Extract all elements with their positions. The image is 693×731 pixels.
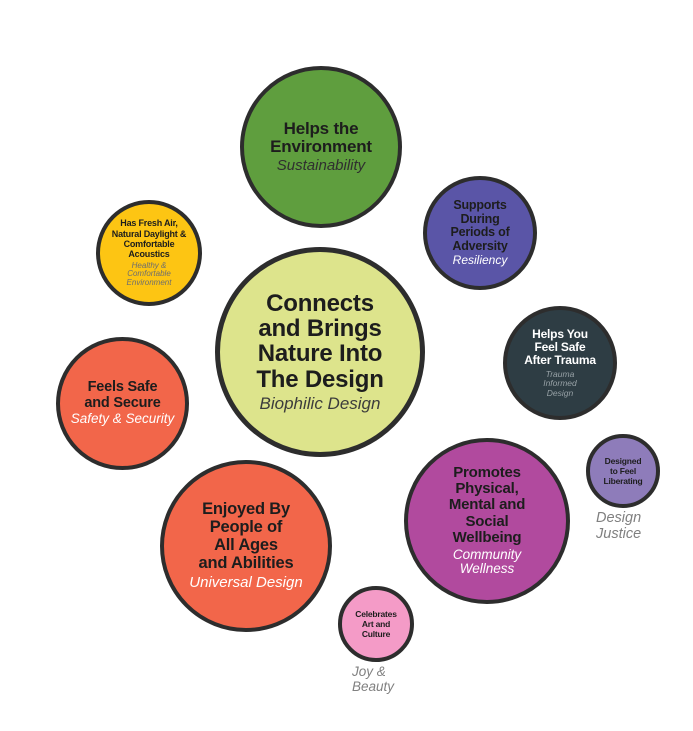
bubble-title: Designed to Feel Liberating xyxy=(603,455,643,487)
bubble-subtitle: Universal Design xyxy=(189,573,303,591)
bubble-title: Helps the Environment xyxy=(270,118,372,156)
bubble-sustainability: Helps the Environment Sustainability xyxy=(240,66,402,228)
bubble-title: Celebrates Art and Culture xyxy=(355,608,397,640)
bubble-universal-design: Enjoyed By People of All Ages and Abilit… xyxy=(160,460,332,632)
bubble-trauma-informed-design: Helps You Feel Safe After Trauma Trauma … xyxy=(503,306,617,420)
bubble-title: Supports During Periods of Adversity xyxy=(450,198,510,253)
bubble-biophilic-design: Connects and Brings Nature Into The Desi… xyxy=(215,247,425,457)
bubble-design-justice: Designed to Feel Liberating xyxy=(586,434,660,508)
caption-joy-and-beauty: Joy & Beauty xyxy=(352,664,395,695)
bubble-resiliency: Supports During Periods of Adversity Res… xyxy=(423,176,537,290)
bubble-safety-and-security: Feels Safe and Secure Safety & Security xyxy=(56,337,189,470)
bubble-healthy-comfortable-environment: Has Fresh Air, Natural Daylight & Comfor… xyxy=(96,200,202,306)
bubble-subtitle: Trauma Informed Design xyxy=(543,369,577,398)
caption-design-justice: Design Justice xyxy=(596,510,642,543)
bubble-title: Connects and Brings Nature Into The Desi… xyxy=(256,289,384,393)
bubble-title: Promotes Physical, Mental and Social Wel… xyxy=(448,463,526,546)
bubble-title: Enjoyed By People of All Ages and Abilit… xyxy=(198,500,294,572)
bubble-subtitle: Resiliency xyxy=(452,253,508,268)
bubble-subtitle: Sustainability xyxy=(276,157,366,175)
bubble-subtitle: Healthy & Comfortable Environment xyxy=(126,260,172,287)
bubble-subtitle: Community Wellness xyxy=(452,546,522,577)
bubble-subtitle: Safety & Security xyxy=(70,411,175,427)
bubble-community-wellness: Promotes Physical, Mental and Social Wel… xyxy=(404,438,570,604)
bubble-subtitle: Biophilic Design xyxy=(259,393,381,413)
bubble-title: Helps You Feel Safe After Trauma xyxy=(524,327,596,368)
bubble-title: Has Fresh Air, Natural Daylight & Comfor… xyxy=(111,218,187,260)
bubble-joy-and-beauty: Celebrates Art and Culture xyxy=(338,586,414,662)
bubble-title: Feels Safe and Secure xyxy=(84,379,161,411)
